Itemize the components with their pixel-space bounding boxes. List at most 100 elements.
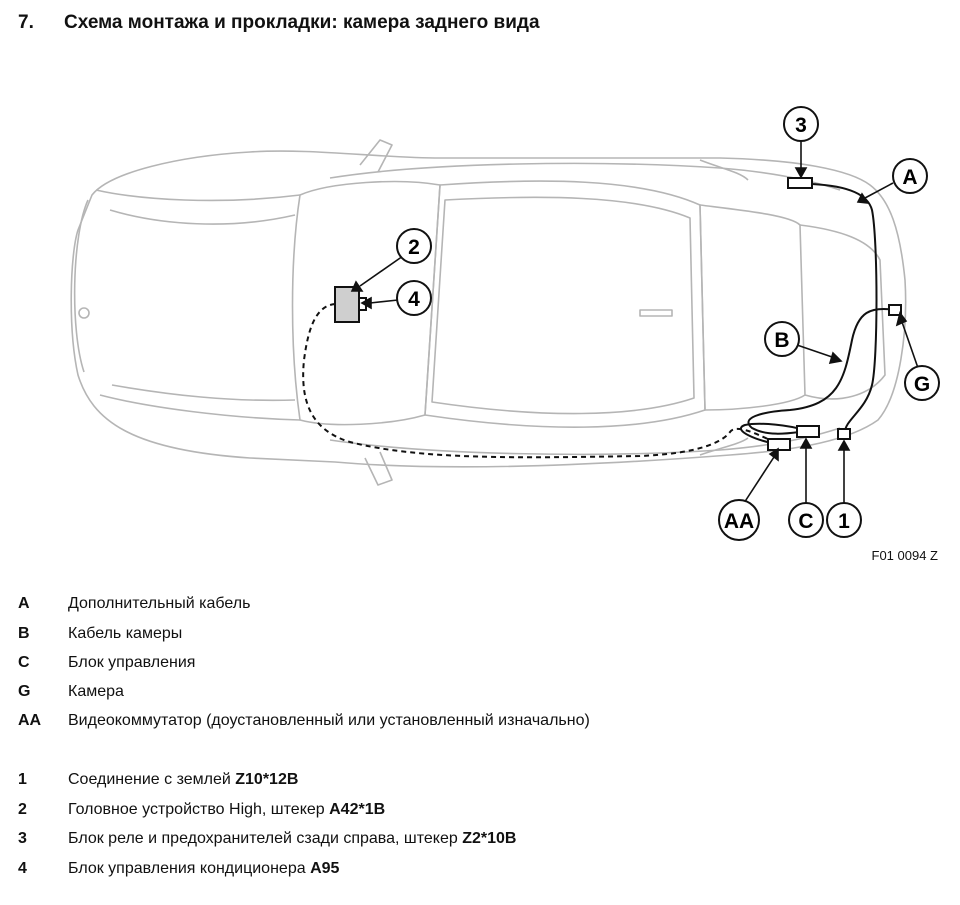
ground-connection	[837, 428, 851, 440]
leader-a	[864, 182, 894, 199]
legend-key: 4	[18, 860, 27, 877]
bumper-front	[73, 199, 89, 373]
callout-b: B	[764, 321, 800, 357]
cable-dashed	[302, 303, 779, 459]
roof-rail-bottom	[329, 427, 841, 456]
legend-text: Камера	[68, 683, 124, 700]
camera	[888, 304, 902, 316]
callout-b-label: B	[774, 329, 789, 352]
legend-code: A95	[310, 860, 340, 877]
callout-4-label: 4	[408, 288, 420, 311]
mirror-right	[364, 451, 393, 486]
legend-key: 3	[18, 830, 27, 847]
section-title: Схема монтажа и прокладки: камера заднег…	[64, 12, 540, 33]
arrow-3	[794, 167, 808, 179]
hood-line-top	[95, 189, 301, 202]
leader-g	[901, 321, 919, 369]
trunk	[799, 224, 886, 400]
car-body	[70, 150, 907, 468]
callout-4: 4	[396, 280, 432, 316]
callout-3-label: 3	[795, 114, 807, 137]
video-switch	[767, 438, 791, 451]
figure-id: F01 0094 Z	[871, 548, 939, 563]
legend-row: 4 Блок управления кондиционера A95	[18, 859, 339, 879]
section-number: 7.	[18, 12, 34, 33]
hood-crease-top	[109, 209, 296, 225]
legend-key: B	[18, 625, 30, 642]
callout-1: 1	[826, 502, 862, 538]
cable-b	[747, 307, 897, 435]
legend-key: G	[18, 683, 31, 700]
legend-row: B Кабель камеры	[18, 624, 182, 644]
leader-lines	[350, 140, 919, 504]
rear-wheel-arch-top	[699, 159, 749, 181]
windshield	[291, 180, 441, 426]
callout-g: G	[904, 365, 940, 401]
roof-rail-top	[329, 162, 841, 191]
mirror-left	[359, 139, 393, 173]
hood-crease-bottom	[111, 384, 296, 402]
legend-text: Блок управления кондиционера	[68, 860, 311, 877]
leader-2	[359, 255, 404, 287]
roof	[424, 180, 706, 428]
arrow-2	[350, 280, 364, 292]
cable-a	[811, 183, 878, 433]
callout-c-label: C	[798, 510, 813, 533]
legend-key: 2	[18, 801, 27, 818]
legend-row: 1 Соединение с землей Z10*12B	[18, 770, 298, 790]
callout-2: 2	[396, 228, 432, 264]
legend-text: Блок реле и предохранителей сзади справа…	[68, 830, 463, 847]
legend-text: Соединение с землей	[68, 771, 236, 788]
cables	[302, 183, 897, 459]
arrow-g	[895, 311, 908, 327]
door-handle	[639, 309, 673, 317]
cable-c-loop	[740, 422, 809, 445]
legend-row: A Дополнительный кабель	[18, 594, 250, 614]
front-emblem	[78, 307, 90, 319]
relay-fuse-box	[787, 177, 813, 189]
legend-row: AA Видеокоммутатор (доустановленный или у…	[18, 711, 590, 731]
legend-row: G Камера	[18, 682, 124, 702]
callout-3: 3	[783, 106, 819, 142]
legend-code: Z2*10B	[462, 830, 517, 847]
rear-window	[699, 204, 806, 411]
leader-4	[369, 299, 399, 304]
leader-b	[796, 344, 836, 359]
legend-row: C Блок управления	[18, 653, 195, 673]
callout-aa: AA	[718, 499, 760, 541]
callout-aa-label: AA	[724, 510, 754, 533]
arrow-a	[856, 192, 870, 204]
arrow-4	[360, 296, 372, 310]
legend-text: Блок управления	[68, 654, 196, 671]
callout-a-label: A	[902, 166, 917, 189]
arrow-b	[828, 351, 843, 365]
legend-key: C	[18, 654, 30, 671]
legend-key: 1	[18, 771, 27, 788]
arrow-1	[837, 439, 851, 451]
callout-a: A	[892, 158, 928, 194]
callout-2-label: 2	[408, 236, 420, 259]
control-unit	[796, 425, 820, 438]
car-outline	[70, 139, 907, 486]
legend-text: Видеокоммутатор (доустановленный или уст…	[68, 712, 590, 729]
callout-1-label: 1	[838, 510, 850, 533]
leader-aa	[743, 456, 775, 504]
legend-code: Z10*12B	[235, 771, 299, 788]
roof-inner	[431, 196, 695, 415]
hood-line-bottom	[99, 394, 301, 421]
legend-key: A	[18, 595, 30, 612]
legend-text: Кабель камеры	[68, 625, 183, 642]
arrow-aa	[768, 447, 779, 462]
page-heading: 7. Схема монтажа и прокладки: камера задн…	[18, 12, 540, 34]
legend-row: 3 Блок реле и предохранителей сзади справ…	[18, 829, 516, 849]
legend-key: AA	[18, 712, 42, 729]
callout-c: C	[788, 502, 824, 538]
legend-text: Головное устройство High, штекер	[68, 801, 330, 818]
arrow-c	[799, 437, 813, 449]
legend-text: Дополнительный кабель	[68, 595, 251, 612]
callout-g-label: G	[914, 373, 930, 396]
rear-wheel-arch-bottom	[699, 437, 749, 456]
head-unit	[334, 286, 360, 323]
